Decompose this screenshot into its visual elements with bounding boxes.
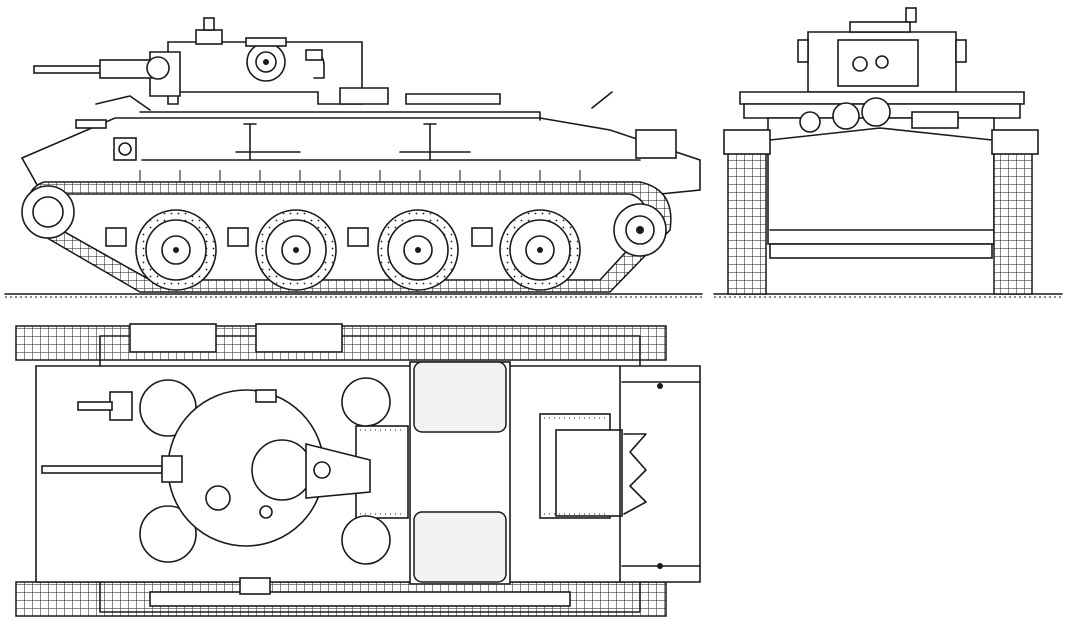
top-turret [41,389,371,547]
front-view [713,7,1063,298]
top-view [15,323,701,617]
side-turret [33,17,363,105]
road-wheel-4 [499,209,581,291]
top-main-gun [41,465,163,474]
side-view [4,17,703,298]
road-wheel-3 [377,209,459,291]
road-wheel-2 [255,209,337,291]
side-road-wheels [105,209,581,291]
road-wheel-1 [135,209,217,291]
